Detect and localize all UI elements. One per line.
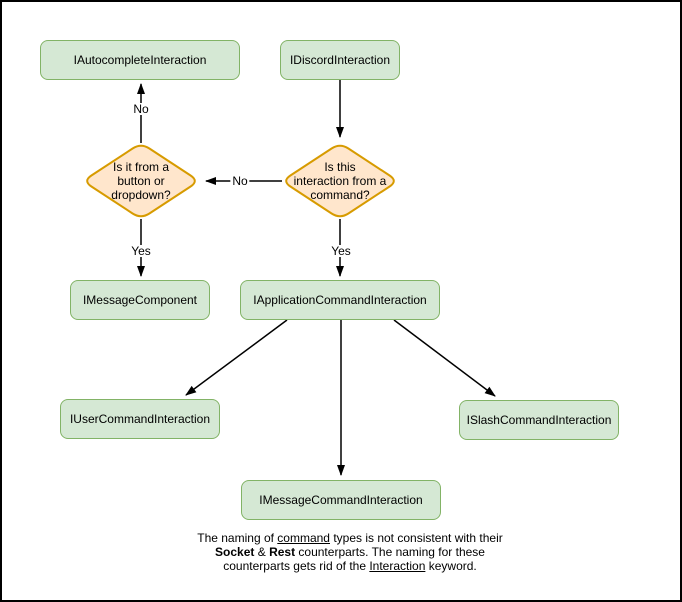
note-underlined-command: command [277,531,330,545]
decision-diamond-from-component [86,144,196,218]
node-label: IDiscordInteraction [289,53,391,67]
node-islashcommandinteraction: ISlashCommandInteraction [459,400,619,440]
note-text: counterparts gets rid of the [223,559,370,573]
edge-label-yes-application-command: Yes [329,244,353,258]
node-label: IApplicationCommandInteraction [253,293,427,307]
note-underlined-interaction: Interaction [369,559,426,573]
decision-label-from-component: Is it from a button or dropdown? [111,160,171,202]
node-label: IAutocompleteInteraction [73,53,207,67]
node-idiscordinteraction: IDiscordInteraction [280,40,400,80]
note-bold-socket: Socket [215,545,255,559]
note-bold-rest: Rest [269,545,296,559]
note-text: The naming of [197,531,278,545]
arrow-application-to-slash-command [393,319,496,397]
node-label: ISlashCommandInteraction [466,413,612,427]
note-text: types is not consistent with their [329,531,503,545]
decision-label-from-command: Is this interaction from a command? [293,160,387,202]
decision-diamond-from-command [285,144,395,218]
edge-label-no-component: No [230,174,250,188]
edge-label-no-autocomplete: No [131,102,151,116]
note-text: counterparts. The naming for these [295,545,485,559]
caption-note: The naming of command types is not consi… [155,531,545,573]
node-iapplicationcommandinteraction: IApplicationCommandInteraction [240,280,440,320]
node-iautocompleteinteraction: IAutocompleteInteraction [40,40,240,80]
node-imessagecommandinteraction: IMessageCommandInteraction [241,480,441,520]
node-iusercommandinteraction: IUserCommandInteraction [60,399,220,439]
node-label: IUserCommandInteraction [69,412,211,426]
edge-label-yes-message-component: Yes [129,244,153,258]
node-label: IMessageComponent [82,293,198,307]
note-text: keyword. [425,559,477,573]
note-text: & [254,545,270,559]
node-label: IMessageCommandInteraction [259,493,423,507]
node-imessagecomponent: IMessageComponent [70,280,210,320]
arrow-application-to-user-command [185,319,288,396]
